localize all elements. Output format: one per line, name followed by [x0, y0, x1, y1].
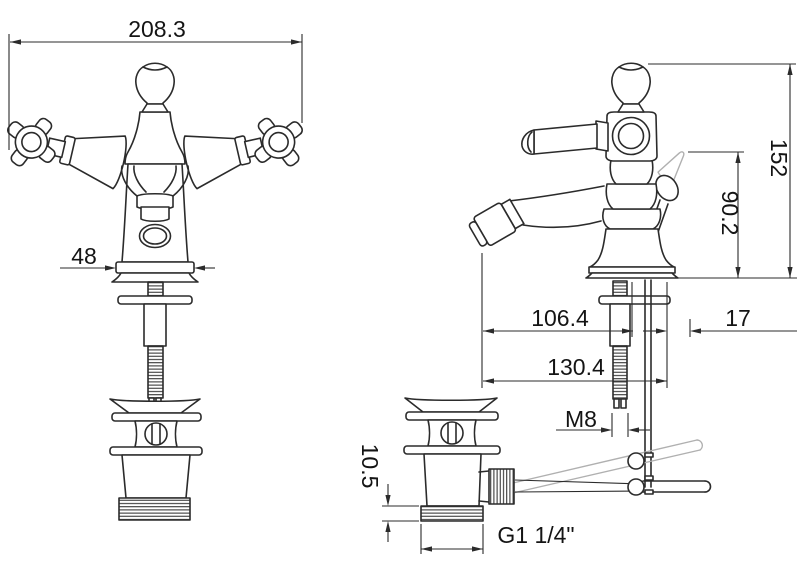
popup-linkage — [512, 279, 712, 496]
front-right-handle — [183, 117, 303, 190]
dim-overall-height: 152 — [648, 63, 796, 278]
dim-stud-thread-label: M8 — [565, 406, 597, 432]
front-left-handle-cross — [7, 117, 56, 167]
front-waste-assembly — [109, 281, 203, 521]
dim-rod-offset-label: 17 — [725, 305, 751, 331]
dim-overall-height-label: 152 — [766, 139, 792, 177]
dim-stud-thread: M8 — [556, 406, 650, 437]
dim-tailpiece-height: 10.5 — [357, 444, 419, 542]
dim-waste-thread-label: G1 1/4" — [497, 522, 574, 548]
front-view — [7, 62, 303, 521]
side-waste-assembly — [403, 397, 515, 522]
dim-spout-reach-label: 106.4 — [531, 305, 589, 331]
dim-handle-height: 90.2 — [688, 151, 744, 278]
dim-base-width-label: 48 — [71, 243, 97, 269]
side-fixing-stud — [598, 280, 671, 409]
dim-rod-offset: 17 — [643, 305, 797, 337]
dim-overall-width-label: 208.3 — [128, 16, 186, 42]
dim-overall-width: 208.3 — [8, 16, 303, 150]
dimension-annotations: 208.3 48 152 90.2 — [8, 16, 797, 554]
dim-waste-thread: G1 1/4" — [420, 522, 575, 554]
dim-spout-reach: 106.4 — [481, 253, 633, 388]
front-left-handle — [7, 117, 127, 190]
dim-overall-reach: 130.4 — [483, 282, 668, 388]
dim-tailpiece-height-label: 10.5 — [357, 444, 383, 489]
side-view — [403, 62, 797, 522]
side-aerator — [468, 198, 525, 247]
dim-base-width: 48 — [60, 243, 215, 271]
dim-handle-height-label: 90.2 — [717, 191, 743, 236]
front-right-handle-cross — [254, 117, 303, 167]
dim-overall-reach-label: 130.4 — [547, 354, 605, 380]
